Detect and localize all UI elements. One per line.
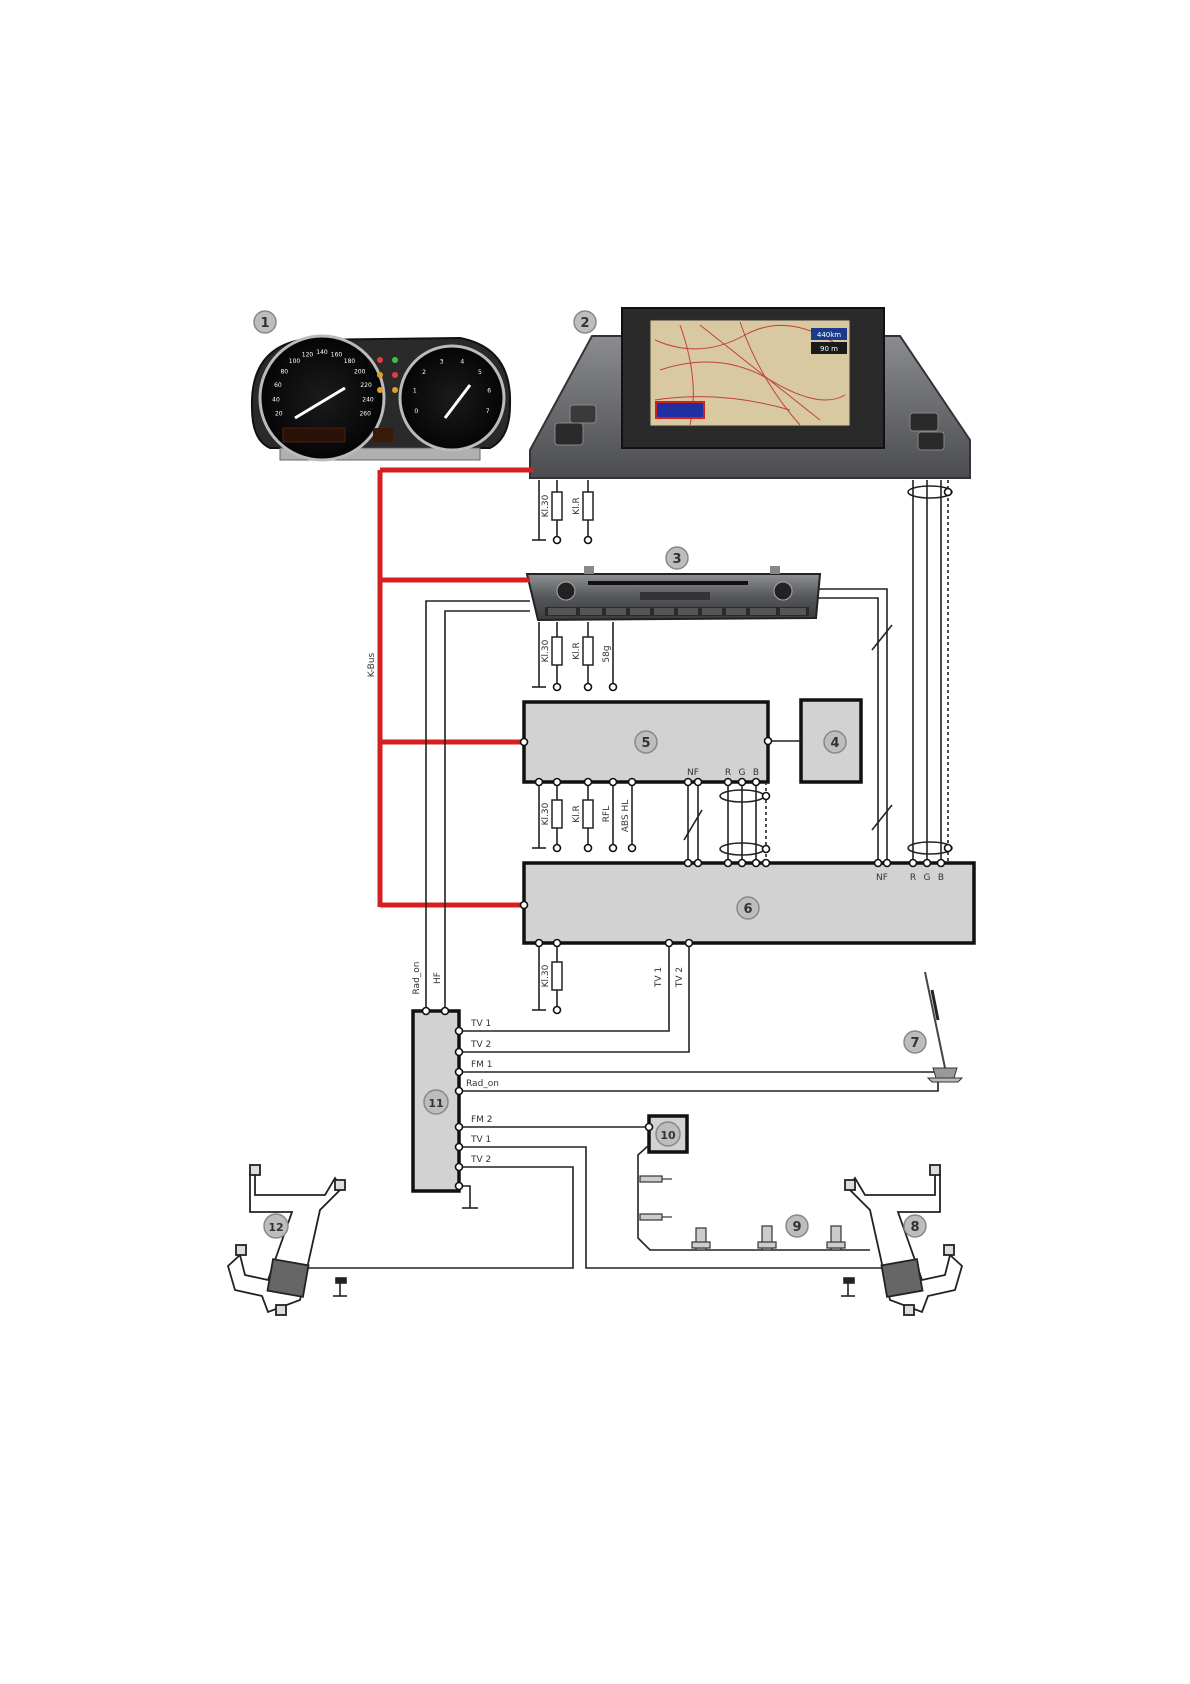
m5-b-label: B: [753, 768, 759, 778]
badge-5: 5: [635, 731, 657, 753]
left-antenna-bracket: [228, 1165, 345, 1315]
speedometer-tick-20: 20: [275, 411, 283, 418]
badge-11: 11: [424, 1090, 448, 1114]
radio-kl30-label: Kl.30: [541, 639, 551, 662]
m11-fm2-label: FM 2: [471, 1115, 493, 1125]
right-antenna-bracket: [845, 1165, 962, 1315]
m5-klr-label: Kl.R: [572, 805, 582, 823]
speedometer-tick-40: 40: [272, 396, 280, 403]
speedometer-tick-140: 140: [316, 349, 328, 356]
m11-fm1-label: FM 1: [471, 1060, 493, 1070]
svg-text:5: 5: [641, 736, 650, 751]
m5-abshl-label: ABS HL: [621, 800, 631, 833]
radio-klr-label: Kl.R: [572, 642, 582, 660]
nav-klr-label: Kl.R: [572, 497, 582, 515]
speedometer-tick-200: 200: [354, 369, 366, 376]
m6-nf-label: NF: [876, 873, 888, 883]
tachometer-tick-6: 6: [487, 388, 491, 395]
nav-left-button[interactable]: [555, 423, 583, 445]
m11-tv2-lower-label: TV 2: [470, 1155, 491, 1165]
badge-12: 12: [264, 1214, 288, 1238]
tachometer-tick-5: 5: [478, 369, 482, 376]
window-antenna-connectors: [640, 1176, 845, 1250]
badge-4: 4: [824, 731, 846, 753]
svg-text:2: 2: [580, 316, 589, 331]
m11-rad-on-label: Rad_on: [466, 1079, 499, 1089]
ground-symbols: [333, 1278, 855, 1296]
speedometer-tick-60: 60: [274, 382, 282, 389]
m6-kl30-label: Kl.30: [541, 964, 551, 987]
m5-r-label: R: [725, 768, 731, 778]
svg-text:6: 6: [743, 902, 752, 917]
nav-distance-sub: 90 m: [820, 345, 838, 353]
k-bus-label: K-Bus: [367, 652, 377, 677]
radio-left-knob[interactable]: [557, 582, 575, 600]
svg-text:3: 3: [672, 552, 681, 567]
svg-text:8: 8: [910, 1220, 919, 1235]
nav-right-lower-button[interactable]: [918, 432, 944, 450]
speedometer-tick-180: 180: [344, 358, 356, 365]
tachometer-tick-7: 7: [486, 408, 490, 415]
badge-7: 7: [904, 1031, 926, 1053]
svg-text:11: 11: [428, 1097, 443, 1110]
m6-r-label: R: [910, 873, 916, 883]
badge-1: 1: [254, 311, 276, 333]
rad-on-label: Rad_on: [412, 962, 422, 995]
m6-b-label: B: [938, 873, 944, 883]
m11-tv1-label: TV 1: [470, 1019, 491, 1029]
speedometer-tick-220: 220: [360, 382, 372, 389]
radio-unit: [527, 566, 820, 620]
m5-rfl-label: RFL: [602, 806, 612, 822]
tachometer-tick-0: 0: [414, 408, 418, 415]
badge-10: 10: [656, 1122, 680, 1146]
signal-labels: NF R G B NF R G B TV 1 TV 2 FM 1 Rad_on …: [466, 768, 944, 1165]
nav-distance-main: 440km: [817, 331, 841, 339]
tachometer-tick-2: 2: [422, 369, 426, 376]
m5-kl30-label: Kl.30: [541, 802, 551, 825]
speedometer-tick-160: 160: [331, 351, 343, 358]
svg-text:12: 12: [268, 1221, 283, 1234]
badge-6: 6: [737, 897, 759, 919]
speedometer-tick-80: 80: [280, 369, 288, 376]
nav-kl30-label: Kl.30: [541, 494, 551, 517]
m11-tv1-lower-label: TV 1: [470, 1135, 491, 1145]
m6-tv2-label: TV 2: [675, 967, 685, 988]
badge-3: 3: [666, 547, 688, 569]
k-bus: K-Bus: [367, 470, 534, 907]
badge-8: 8: [904, 1215, 926, 1237]
navigation-display: 440km 90 m: [530, 308, 970, 478]
badge-9: 9: [786, 1215, 808, 1237]
speedometer-tick-120: 120: [302, 351, 314, 358]
tachometer-tick-1: 1: [413, 388, 417, 395]
svg-text:7: 7: [910, 1036, 919, 1051]
tachometer-tick-3: 3: [440, 358, 444, 365]
m5-g-label: G: [739, 768, 746, 778]
radio-58g-label: 58g: [602, 645, 612, 662]
m6-tv1-label: TV 1: [654, 967, 664, 988]
m11-tv2-label: TV 2: [470, 1040, 491, 1050]
speedometer-tick-100: 100: [289, 358, 301, 365]
badge-2: 2: [574, 311, 596, 333]
nav-right-upper-button[interactable]: [910, 413, 938, 431]
speedometer-tick-260: 260: [359, 411, 371, 418]
tachometer-tick-4: 4: [460, 358, 464, 365]
svg-text:1: 1: [260, 316, 269, 331]
hf-label: HF: [433, 972, 443, 984]
rod-antenna: [925, 972, 962, 1082]
svg-text:4: 4: [830, 736, 839, 751]
m5-nf-label: NF: [687, 768, 699, 778]
m6-g-label: G: [924, 873, 931, 883]
speedometer-tick-240: 240: [362, 396, 374, 403]
radio-right-knob[interactable]: [774, 582, 792, 600]
svg-text:10: 10: [660, 1129, 676, 1142]
nav-left-upper-button[interactable]: [570, 405, 596, 423]
svg-text:9: 9: [792, 1220, 801, 1235]
